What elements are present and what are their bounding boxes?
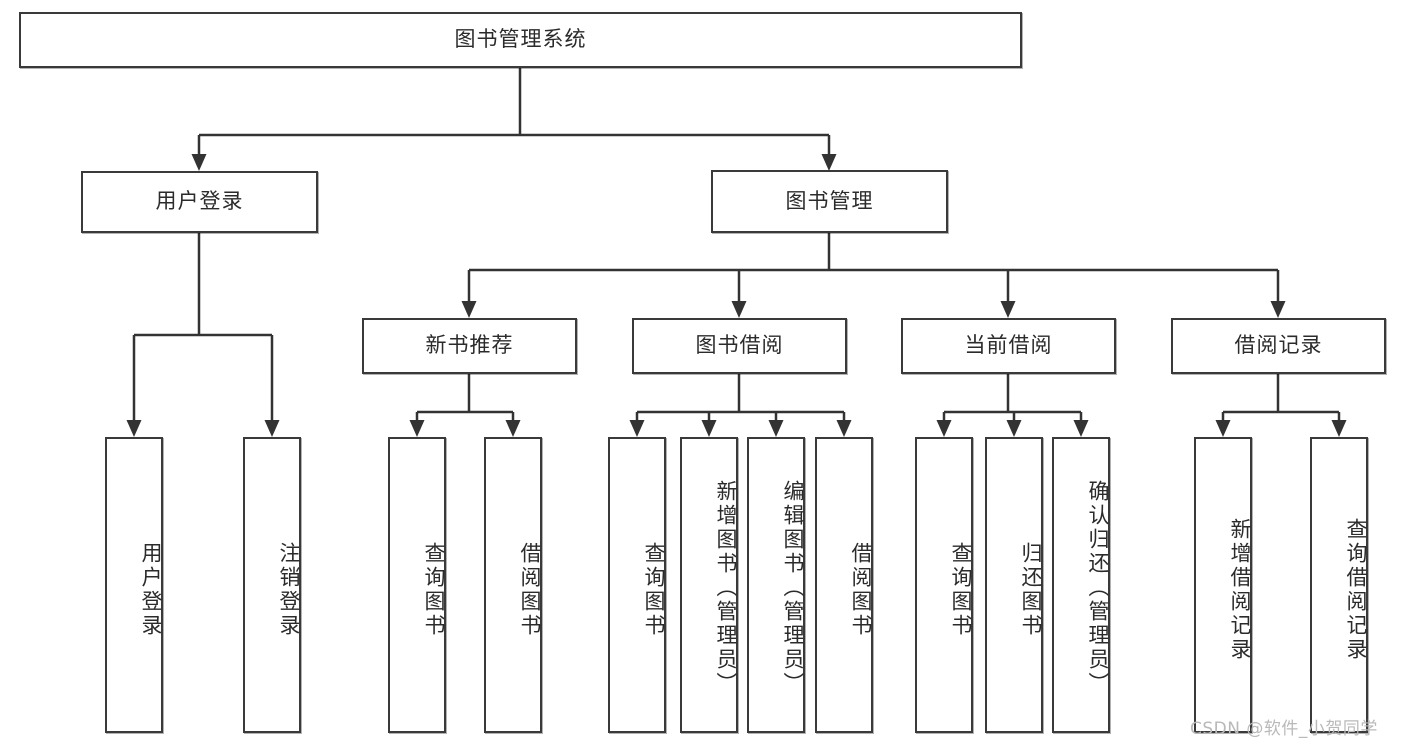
node-borrow-record[interactable]: 借阅记录 <box>1171 318 1386 374</box>
node-root[interactable]: 图书管理系统 <box>19 12 1022 68</box>
node-borrow-book-1[interactable]: 借阅图书 <box>484 437 542 733</box>
node-new-book-recommend[interactable]: 新书推荐 <box>362 318 577 374</box>
node-add-borrow-record[interactable]: 新增借阅记录 <box>1194 437 1252 733</box>
node-confirm-return-admin[interactable]: 确认归还（管理员） <box>1052 437 1110 733</box>
node-query-borrow-record[interactable]: 查询借阅记录 <box>1310 437 1368 733</box>
node-query-book-1[interactable]: 查询图书 <box>388 437 446 733</box>
node-book-management[interactable]: 图书管理 <box>711 170 948 233</box>
node-query-book-3[interactable]: 查询图书 <box>915 437 973 733</box>
node-user-login-leaf[interactable]: 用户登录 <box>105 437 163 733</box>
node-edit-book-admin[interactable]: 编辑图书（管理员） <box>747 437 805 733</box>
node-user-logout-leaf[interactable]: 注销登录 <box>243 437 301 733</box>
node-borrow-book-2[interactable]: 借阅图书 <box>815 437 873 733</box>
node-add-book-admin[interactable]: 新增图书（管理员） <box>680 437 738 733</box>
node-current-borrow[interactable]: 当前借阅 <box>901 318 1116 374</box>
watermark: CSDN @软件_小贺同学 <box>1190 719 1378 739</box>
node-query-book-2[interactable]: 查询图书 <box>608 437 666 733</box>
node-book-borrow[interactable]: 图书借阅 <box>632 318 847 374</box>
node-return-book[interactable]: 归还图书 <box>985 437 1043 733</box>
node-user-login[interactable]: 用户登录 <box>81 171 318 233</box>
